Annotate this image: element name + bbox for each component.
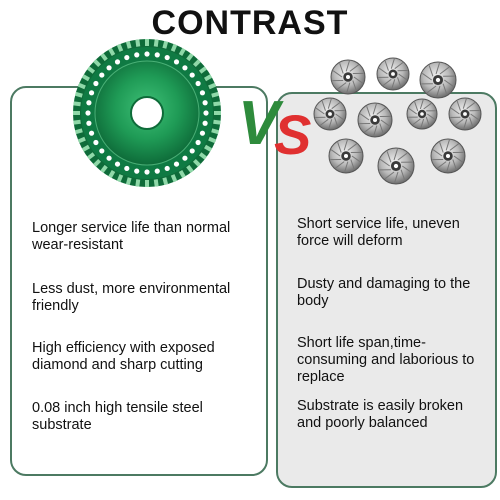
- vs-s-letter: S: [274, 103, 311, 160]
- left-point-1: Longer service life than normal wear-res…: [32, 220, 231, 253]
- ordinary-blades-image: [313, 57, 482, 185]
- left-point-3: High efficiency with exposed diamond and…: [32, 340, 215, 373]
- green-diamond-blade-image: [73, 39, 221, 187]
- vs-v-letter: V: [238, 89, 284, 158]
- right-point-4: Substrate is easily broken and poorly ba…: [297, 398, 464, 431]
- page-title: CONTRAST: [151, 4, 349, 42]
- left-point-4: 0.08 inch high tensile steel substrate: [32, 400, 203, 433]
- vs-logo: V S: [238, 89, 311, 160]
- right-point-1: Short service life, uneven force will de…: [297, 216, 460, 249]
- left-point-2: Less dust, more environmental friendly: [32, 281, 231, 314]
- right-point-2: Dusty and damaging to the body: [297, 276, 471, 309]
- right-point-3: Short life span,time-consuming and labor…: [297, 335, 475, 385]
